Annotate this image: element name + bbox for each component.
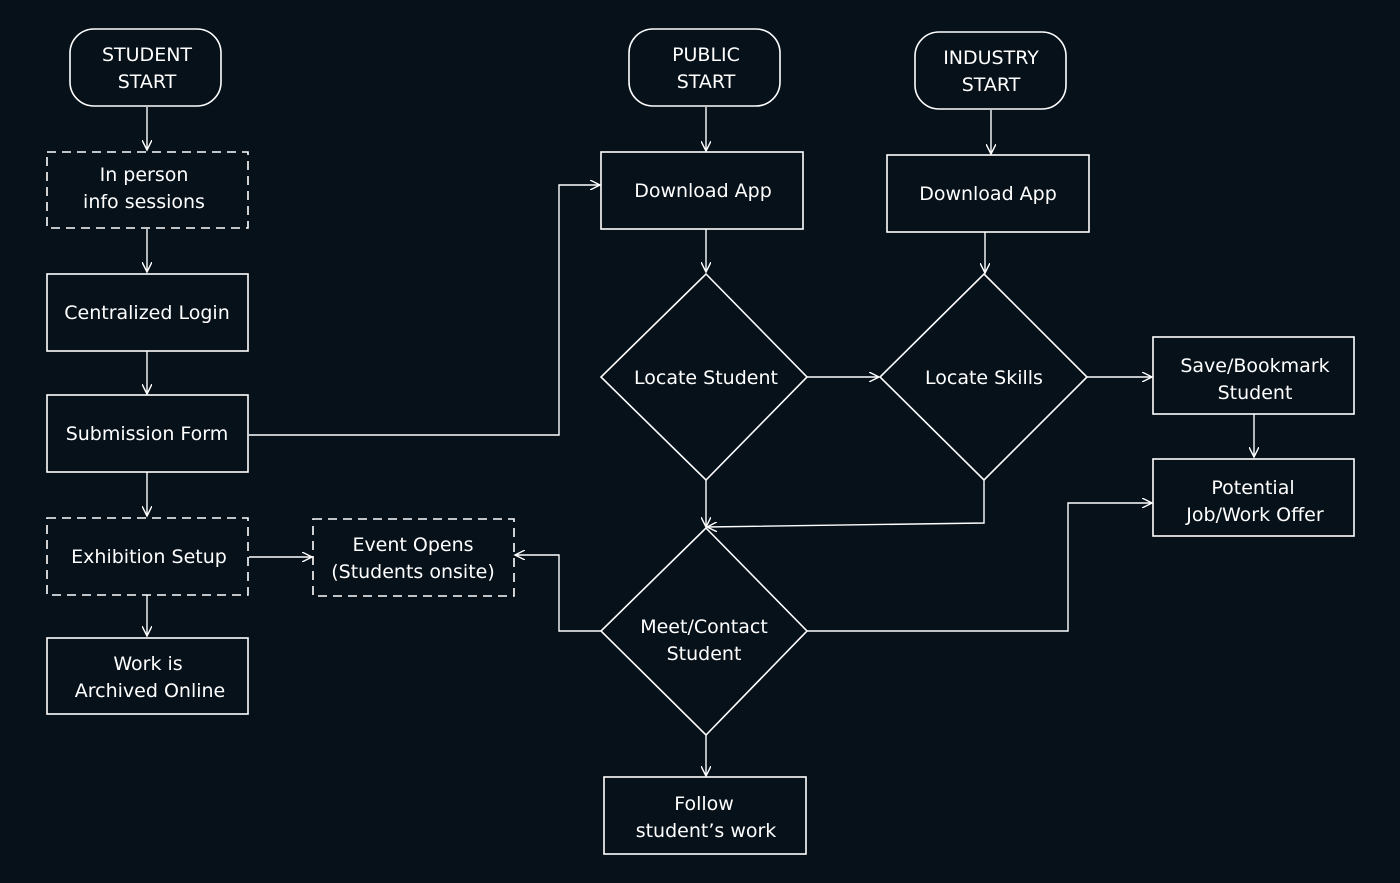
- node-download-app-public: Download App: [600, 151, 804, 230]
- exhibition-setup-label: Exhibition Setup: [71, 546, 227, 568]
- download-app-industry-label: Download App: [919, 183, 1057, 205]
- node-exhibition-setup: Exhibition Setup: [46, 517, 249, 596]
- job-offer-line1: Potential: [1211, 477, 1294, 499]
- node-student-start: STUDENT START: [69, 28, 222, 107]
- edge-meet-to-event-opens: [515, 555, 601, 632]
- public-start-line2: START: [677, 71, 736, 93]
- work-archived-line2: Archived Online: [75, 680, 225, 702]
- save-bookmark-line1: Save/Bookmark: [1180, 355, 1329, 377]
- node-centralized-login: Centralized Login: [46, 273, 249, 352]
- meet-contact-line2: Student: [667, 643, 742, 665]
- job-offer-line2: Job/Work Offer: [1185, 504, 1324, 526]
- node-locate-student: Locate Student: [599, 272, 809, 482]
- industry-start-line1: INDUSTRY: [943, 47, 1039, 69]
- edge-meet-to-job-offer: [807, 503, 1152, 632]
- info-sessions-line1: In person: [100, 164, 189, 186]
- student-start-line2: START: [118, 71, 177, 93]
- event-opens-line1: Event Opens: [352, 534, 473, 556]
- save-bookmark-line2: Student: [1218, 382, 1293, 404]
- info-sessions-line2: info sessions: [83, 191, 205, 213]
- node-meet-contact: Meet/Contact Student: [599, 526, 809, 737]
- event-opens-line2: (Students onsite): [331, 561, 495, 583]
- follow-work-line1: Follow: [674, 793, 734, 815]
- node-submission-form: Submission Form: [46, 394, 249, 473]
- edges: [147, 107, 1254, 776]
- node-job-offer: Potential Job/Work Offer: [1152, 458, 1355, 537]
- download-app-public-label: Download App: [634, 180, 772, 202]
- node-info-sessions: In person info sessions: [46, 151, 249, 229]
- node-save-bookmark: Save/Bookmark Student: [1152, 336, 1355, 415]
- centralized-login-label: Centralized Login: [64, 302, 229, 324]
- node-public-start: PUBLIC START: [628, 28, 781, 107]
- locate-student-label: Locate Student: [634, 367, 778, 389]
- work-archived-line1: Work is: [113, 653, 182, 675]
- locate-skills-label: Locate Skills: [925, 367, 1043, 389]
- node-follow-work: Follow student’s work: [603, 776, 807, 855]
- node-download-app-industry: Download App: [886, 154, 1090, 233]
- edge-locate-skills-to-meet: [707, 480, 985, 527]
- industry-start-line2: START: [962, 74, 1021, 96]
- node-event-opens: Event Opens (Students onsite): [312, 518, 515, 597]
- edge-submission-to-download-public: [249, 185, 600, 436]
- student-start-line1: STUDENT: [102, 44, 192, 66]
- node-locate-skills: Locate Skills: [878, 272, 1089, 482]
- public-start-line1: PUBLIC: [672, 44, 740, 66]
- node-work-archived: Work is Archived Online: [46, 637, 249, 715]
- meet-contact-line1: Meet/Contact: [640, 616, 768, 638]
- node-industry-start: INDUSTRY START: [914, 31, 1067, 110]
- follow-work-line2: student’s work: [636, 820, 777, 842]
- submission-form-label: Submission Form: [66, 423, 229, 445]
